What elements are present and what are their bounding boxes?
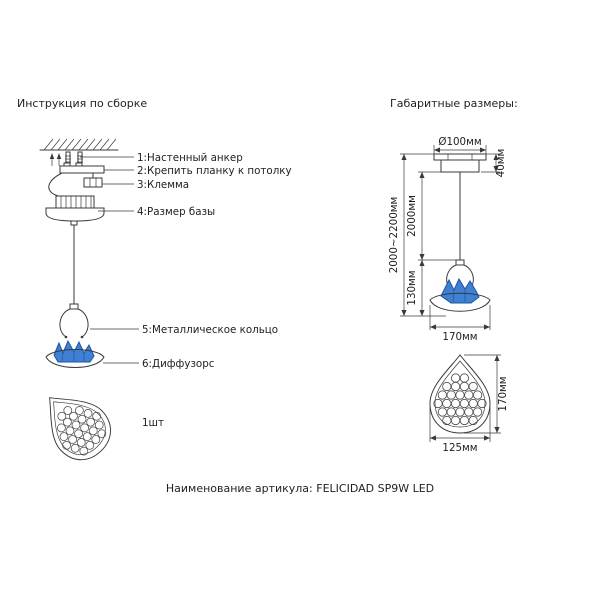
dim-lamp-width: 170мм [442, 331, 477, 343]
dim-canopy-height: 40мм [495, 149, 507, 178]
dim-lamp-height: 130мм [406, 270, 418, 305]
dim-cable-length: 2000мм [406, 195, 418, 237]
leader-lines [80, 156, 139, 364]
lamp-dish [429, 292, 491, 312]
dimension-lines [400, 145, 501, 442]
article-name: Наименование артикула: FELICIDAD SP9W LE… [165, 482, 435, 495]
wire-curve [48, 172, 67, 199]
base-plate [45, 207, 105, 226]
dim-total-height: 2000~2200мм [388, 197, 400, 274]
label-base: 4:Размер базы [137, 206, 215, 218]
label-plank: 2:Крепить планку к потолку [137, 165, 292, 177]
dim-shade-height: 170мм [497, 376, 509, 411]
shade-top-view-left [28, 377, 123, 472]
label-anchor: 1:Настенный анкер [137, 152, 243, 164]
label-diffuser: 6:Диффузорс [142, 358, 215, 370]
shade-front-view-right [429, 354, 491, 434]
label-quantity: 1шт [142, 417, 164, 429]
terminal-connector [83, 172, 103, 188]
dim-top-diameter: Ø100мм [438, 136, 481, 148]
lamp-crystals-icon [440, 277, 480, 304]
assembly-title: Инструкция по сборке [17, 97, 148, 110]
canopy [433, 153, 487, 173]
anchor-up-arrows-icon [49, 153, 62, 166]
metal-ring-left [59, 303, 89, 339]
lamp-right [429, 277, 491, 312]
label-terminal: 3:Клемма [137, 179, 189, 191]
assembly-view: 1:Настенный анкер 2:Крепить планку к пот… [28, 138, 292, 472]
label-ring: 5:Металлическое кольцо [142, 324, 278, 336]
dimension-view: Ø100мм 40мм 2000~2200мм 2000мм 130мм 170… [388, 136, 509, 454]
ceiling-hatch [39, 138, 119, 151]
dim-shade-width: 125мм [442, 442, 477, 454]
dimensions-title: Габаритные размеры: [390, 97, 518, 110]
diffuser-left [45, 339, 105, 368]
mounting-plank [59, 162, 105, 174]
diffuser-dish [45, 349, 105, 368]
base-terminal-strip [55, 195, 95, 209]
